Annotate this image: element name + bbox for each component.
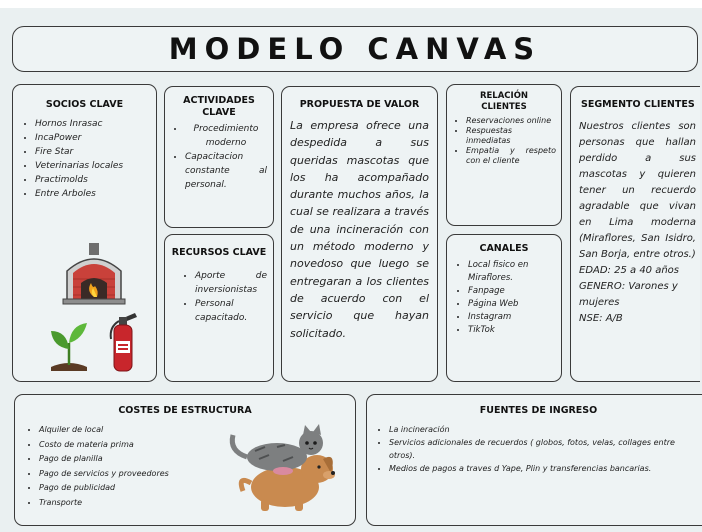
recursos-heading: RECURSOS CLAVE: [171, 247, 267, 258]
socios-clave-card: SOCIOS CLAVE Hornos Inrasac IncaPower Fi…: [12, 84, 157, 382]
canales-heading: CANALES: [479, 243, 529, 254]
list-item: Aporte de inversionistas: [195, 269, 267, 297]
list-item: Fire Star: [35, 145, 150, 159]
list-item: Costo de materia prima: [39, 438, 347, 453]
costes-estructura-card: COSTES DE ESTRUCTURA Alquiler de local C…: [14, 394, 356, 526]
list-item: Transporte: [39, 496, 347, 511]
relacion-heading-line2: CLIENTES: [481, 102, 527, 112]
actividades-clave-card: ACTIVIDADES CLAVE Procedimiento moderno …: [164, 86, 274, 228]
recursos-list: Aporte de inversionistas Personal capaci…: [171, 269, 267, 325]
list-item: Capacitacion constante al personal.: [185, 150, 267, 192]
list-item: Pago de planilla: [39, 452, 347, 467]
list-item: IncaPower: [35, 131, 150, 145]
list-item: Pago de publicidad: [39, 481, 347, 496]
relacion-heading-line1: RELACIÓN: [479, 91, 529, 101]
fuentes-ingreso-card: FUENTES DE INGRESO La incineración Servi…: [366, 394, 702, 526]
segmento-clientes-card: SEGMENTO CLIENTES Nuestros clientes son …: [570, 86, 700, 382]
segmento-edad: EDAD: 25 a 40 años: [579, 265, 680, 276]
list-item: TikTok: [468, 324, 556, 337]
actividades-heading-line2: CLAVE: [202, 107, 236, 118]
fuentes-list: La incineración Servicios adicionales de…: [375, 423, 702, 475]
socios-clave-list: Hornos Inrasac IncaPower Fire Star Veter…: [19, 117, 150, 201]
list-item: Pago de servicios y proveedores: [39, 467, 347, 482]
oven-icon: [62, 243, 126, 305]
actividades-heading-line1: ACTIVIDADES: [183, 95, 255, 106]
costes-heading: COSTES DE ESTRUCTURA: [118, 405, 252, 416]
segmento-nse: NSE: A/B: [579, 313, 623, 324]
canales-card: CANALES Local fisico en Miraflores. Fanp…: [446, 234, 562, 382]
segmento-text-block: Nuestros clientes son personas que halla…: [579, 119, 700, 327]
recursos-clave-card: RECURSOS CLAVE Aporte de inversionistas …: [164, 234, 274, 382]
relacion-list: Reservaciones online Respuestas inmediat…: [452, 116, 556, 166]
page-title: MODELO CANVAS: [168, 32, 542, 66]
list-item: Instagram: [468, 311, 556, 324]
canales-list: Local fisico en Miraflores. Fanpage Pági…: [452, 259, 556, 337]
segmento-heading: SEGMENTO CLIENTES: [581, 99, 695, 110]
segmento-text: Nuestros clientes son personas que halla…: [579, 121, 696, 260]
list-item: Página Web: [468, 298, 556, 311]
propuesta-text: La empresa ofrece una despedida a sus qu…: [290, 119, 429, 340]
propuesta-heading: PROPUESTA DE VALOR: [299, 99, 420, 110]
list-item: Veterinarias locales: [35, 159, 150, 173]
list-item: Practimolds: [35, 173, 150, 187]
plant-icon: [51, 323, 87, 371]
actividades-list: Procedimiento moderno Capacitacion const…: [171, 122, 267, 192]
list-item: Entre Arboles: [35, 187, 150, 201]
segmento-genero: GENERO: Varones y mujeres: [579, 281, 678, 308]
list-item: Fanpage: [468, 285, 556, 298]
fuentes-heading: FUENTES DE INGRESO: [479, 405, 598, 416]
list-item: Medios de pagos a traves d Yape, Plin y …: [389, 462, 700, 475]
costes-list: Alquiler de local Costo de materia prima…: [23, 423, 347, 510]
socios-clave-heading: SOCIOS CLAVE: [45, 99, 124, 110]
list-item: Respuestas inmediatas: [466, 126, 556, 146]
cat-and-dog-icon: [229, 424, 335, 511]
list-item: Local fisico en Miraflores.: [468, 259, 556, 285]
list-item: Empatia y respeto con el cliente: [466, 146, 556, 166]
list-item: Reservaciones online: [466, 116, 556, 126]
list-item: Personal capacitado.: [195, 297, 267, 325]
fire-extinguisher-icon: [109, 313, 137, 372]
list-item: Alquiler de local: [39, 423, 347, 438]
list-item: Servicios adicionales de recuerdos ( glo…: [389, 436, 700, 462]
list-item: La incineración: [389, 423, 700, 436]
list-item: Procedimiento moderno: [185, 122, 267, 150]
list-item: Hornos Inrasac: [35, 117, 150, 131]
title-banner: MODELO CANVAS: [12, 26, 698, 72]
relacion-clientes-card: RELACIÓN CLIENTES Reservaciones online R…: [446, 84, 562, 226]
propuesta-valor-card: PROPUESTA DE VALOR La empresa ofrece una…: [281, 86, 438, 382]
